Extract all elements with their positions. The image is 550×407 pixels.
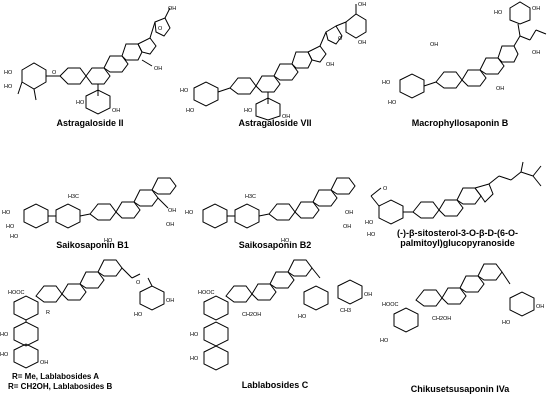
structure-drawing: HO HO O OH OH O HO OH — [4, 6, 176, 115]
atom-label: O — [52, 70, 57, 76]
atom-label: OH — [40, 360, 48, 366]
compound-name: Lablabosides C — [241, 380, 309, 390]
atom-label: HO — [76, 100, 85, 106]
atom-label: HO — [298, 314, 307, 320]
structure-drawing: HO HO OH OH OH O HO OH — [180, 2, 367, 121]
atom-label: OH — [168, 208, 176, 214]
atom-label: H3C — [245, 194, 256, 200]
atom-label: OH — [358, 40, 366, 46]
atom-label: OH — [536, 304, 544, 310]
structure-drawing: HOOC CH2OH HO HO OH — [380, 263, 544, 344]
atom-label: CH2OH — [432, 316, 451, 322]
atom-label: OH — [364, 292, 372, 298]
structure-drawing: HO H3C HO OH OH — [185, 177, 356, 244]
atom-label: HO — [104, 238, 113, 244]
atom-label: O — [158, 26, 163, 32]
atom-label: HO — [502, 320, 511, 326]
atom-label: HO — [380, 338, 389, 344]
structure-lablabosides-a-b: HOOC R HO OH O HO HO OH R= Me, Lablabosi… — [0, 256, 180, 407]
atom-label: OH — [430, 42, 438, 48]
structure-chikusetsusaponin-iva: HOOC CH2OH HO HO OH Chikusetsusaponin IV… — [370, 256, 550, 407]
atom-label: HO — [365, 220, 374, 226]
structure-drawing: HO HO OH OH OH HO OH — [382, 1, 547, 106]
compound-name: Saikosaponin B2 — [238, 240, 312, 250]
compound-name: Macrophyllosaponin B — [411, 118, 509, 128]
atom-label: R — [46, 310, 50, 316]
atom-label: OH — [358, 2, 366, 8]
atom-label: HO — [0, 332, 9, 338]
structure-lablabosides-c: HOOC CH2OH HO OH CH3 HO HO Lablabosides … — [180, 256, 372, 407]
atom-label: HO — [494, 10, 503, 16]
atom-label: HO — [134, 312, 143, 318]
atom-label: OH — [282, 114, 290, 120]
structure-drawing: HO HO O — [365, 161, 542, 238]
atom-label: HOOC — [382, 302, 399, 308]
atom-label: CH2OH — [242, 312, 261, 318]
atom-label: HO — [185, 210, 194, 216]
structure-macrophyllosaponin-b: HO HO OH OH OH HO OH Macrophyllosaponin … — [370, 0, 550, 130]
atom-label: O — [383, 186, 388, 192]
structure-drawing: HOOC R HO OH O HO HO OH — [0, 259, 174, 369]
compound-name: Astragaloside II — [56, 118, 124, 128]
atom-label: HO — [180, 88, 189, 94]
atom-label: OH — [166, 222, 174, 228]
structure-saikosaponin-b1: HO HO HO H3C HO OH OH Saikosaponin B1 — [0, 162, 185, 262]
atom-label: CH3 — [340, 308, 351, 314]
atom-label: HO — [388, 100, 397, 106]
compound-name-line1: (-)-β-sitosterol-3-O-β-D-(6-O- — [397, 228, 518, 238]
structure-saikosaponin-b2: HO H3C HO OH OH Saikosaponin B2 — [185, 162, 365, 262]
compound-name-line1: R= Me, Lablabosides A — [12, 372, 100, 381]
atom-label: HOOC — [8, 290, 25, 296]
atom-label: O — [338, 36, 343, 42]
atom-label: OH — [345, 210, 353, 216]
atom-label: O — [136, 280, 141, 286]
atom-label: HO — [6, 224, 15, 230]
atom-label: HOOC — [198, 290, 215, 296]
structure-drawing: HO HO HO H3C HO OH OH — [2, 177, 177, 244]
structure-astragaloside-ii: HO HO O OH OH O HO OH Astragaloside II — [0, 0, 180, 130]
atom-label: HO — [10, 234, 19, 240]
compound-name: Saikosaponin B1 — [56, 240, 129, 250]
atom-label: HO — [244, 108, 253, 114]
atom-label: HO — [0, 352, 9, 358]
atom-label: OH — [496, 86, 504, 92]
structure-sitosterol-glucoside: HO HO O (-)-β-sitosterol-3-O-β-D-(6-O- p… — [365, 161, 550, 262]
atom-label: OH — [168, 6, 176, 12]
structure-drawing: HOOC CH2OH HO OH CH3 HO HO — [190, 259, 372, 371]
atom-label: HO — [186, 108, 195, 114]
atom-label: OH — [532, 6, 540, 12]
atom-label: OH — [343, 224, 351, 230]
atom-label: HO — [367, 232, 376, 238]
atom-label: H3C — [68, 194, 79, 200]
compound-name-line2: R= CH2OH, Lablabosides B — [8, 382, 113, 391]
compound-name: Astragaloside VII — [238, 118, 312, 128]
compound-name-line2: palmitoyl)glucopyranoside — [400, 238, 515, 248]
atom-label: HO — [4, 84, 13, 90]
structure-astragaloside-vii: HO HO OH OH OH O HO OH Astragaloside VII — [180, 0, 370, 130]
atom-label: OH — [166, 298, 174, 304]
atom-label: HO — [190, 356, 199, 362]
atom-label: HO — [190, 332, 199, 338]
atom-label: OH — [112, 108, 120, 114]
atom-label: OH — [532, 50, 540, 56]
compound-name: Chikusetsusaponin IVa — [410, 384, 510, 394]
atom-label: HO — [4, 70, 13, 76]
atom-label: HO — [382, 80, 391, 86]
atom-label: OH — [154, 66, 162, 72]
atom-label: OH — [326, 62, 334, 68]
atom-label: HO — [281, 238, 290, 244]
atom-label: HO — [2, 210, 11, 216]
